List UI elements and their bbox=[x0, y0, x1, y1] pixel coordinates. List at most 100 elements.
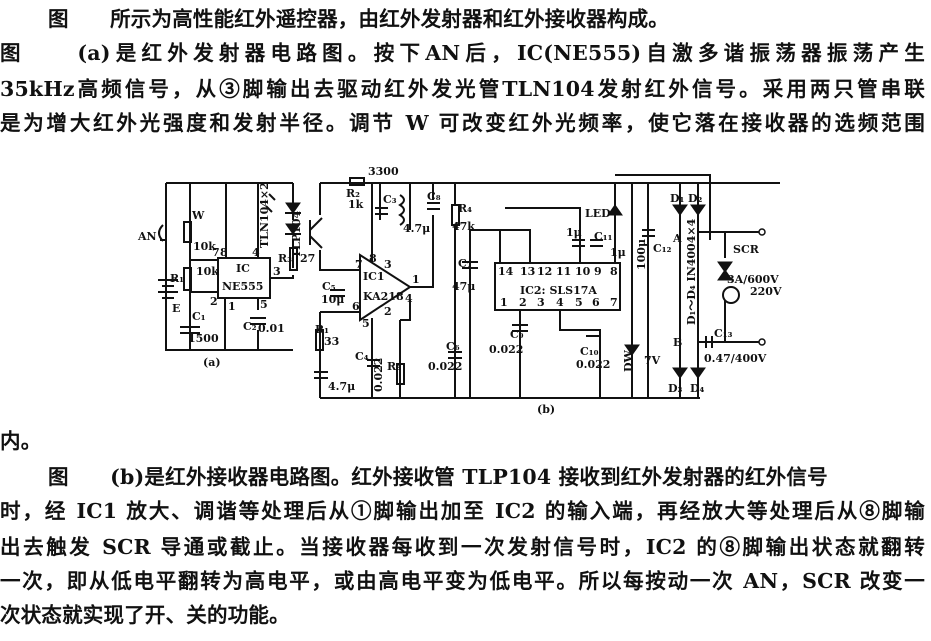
resistor-r1 bbox=[183, 267, 192, 291]
pin-3: 3 bbox=[273, 265, 281, 278]
label-r3: R₃ bbox=[278, 252, 292, 265]
paragraph3-line5: 次状态就实现了开、关的功能。 bbox=[0, 603, 290, 627]
switch-an bbox=[158, 224, 164, 242]
paragraph1-line1: 图 所示为高性能红外遥控器，由红外发射器和红外接收器构成。 bbox=[48, 7, 669, 31]
resistor-r3 bbox=[289, 247, 298, 271]
label-r2: R₂ bbox=[346, 187, 360, 200]
paragraph3-line1: 图 (b)是红外接收器电路图。红外接收管 TLP104 接收到红外发射器的红外信… bbox=[48, 465, 828, 489]
label-c-bottom-value: 4.7μ bbox=[328, 380, 355, 393]
transmitter-circuit: AN W 10k R₁ 10k E C₁ 1500 IC NE555 7 8 2… bbox=[137, 182, 315, 369]
paragraph2-line1: 图 (a)是红外发射器电路图。按下AN后，IC(NE555)自激多谐振荡器振荡产… bbox=[0, 41, 925, 65]
resistor-r2 bbox=[349, 177, 365, 186]
pin-4: 4 bbox=[252, 246, 260, 259]
paragraph2-line4: 内。 bbox=[0, 429, 42, 453]
label-c12-value: 100μ bbox=[635, 239, 648, 270]
label-220v: 220V bbox=[750, 285, 782, 298]
label-r3-value: 27 bbox=[300, 252, 315, 265]
terminal-b bbox=[758, 338, 766, 346]
label-w-value: 10k bbox=[193, 240, 216, 253]
ic1-pin: 6 bbox=[352, 300, 360, 313]
label-ka218: KA218 bbox=[363, 290, 404, 303]
label-c11-value: 1μ bbox=[610, 246, 626, 259]
label-d2: D₂ bbox=[688, 192, 703, 205]
label-c11: C₁₁ bbox=[594, 230, 613, 243]
label-r2-value: 1k bbox=[348, 198, 364, 211]
label-c13: C₁₃ bbox=[714, 327, 733, 340]
label-c7-value: 47μ bbox=[452, 280, 475, 293]
ic2-pin: 13 bbox=[520, 265, 535, 278]
label-node-b: B bbox=[673, 336, 682, 349]
ic2-pin: 4 bbox=[556, 296, 564, 309]
ic2-pin: 10 bbox=[575, 265, 591, 278]
paragraph2-line3: 是为增大红外光强度和发射半径。调节 W 可改变红外光频率，使它落在接收器的选频范… bbox=[0, 111, 925, 135]
label-c2: C₂ bbox=[243, 320, 257, 333]
resistor-r4 bbox=[451, 204, 460, 226]
label-r1b: R₁ bbox=[315, 323, 329, 336]
paragraph3-line4: 一次，即从低电平翻转为高电平，或由高电平变为低电平。所以每按动一次 AN，SCR… bbox=[0, 569, 925, 593]
label-c7: C₇ bbox=[458, 257, 472, 270]
label-node-a: A bbox=[672, 232, 682, 245]
label-dw-value: 7V bbox=[644, 354, 661, 367]
ic2-pin: 3 bbox=[537, 296, 545, 309]
paragraph2-line2: 35kHz高频信号，从③脚输出去驱动红外发光管TLN104发射红外信号。采用两只… bbox=[0, 77, 925, 101]
ic2-pin: 6 bbox=[592, 296, 600, 309]
ic2-pin: 8 bbox=[610, 265, 618, 278]
label-e: E bbox=[172, 302, 180, 315]
label-c6: C₆ bbox=[446, 340, 460, 353]
ic2-pin: 9 bbox=[594, 265, 602, 278]
label-w: W bbox=[191, 209, 205, 222]
label-c10-value: 0.022 bbox=[576, 358, 610, 371]
capacitor-c1 bbox=[180, 326, 200, 334]
resistor-r1b bbox=[315, 329, 324, 351]
paragraph3-line3: 出去触发 SCR 导通或截止。当接收器每收到一次发射信号时，IC2 的⑧脚输出状… bbox=[0, 535, 925, 559]
label-r3b: R₃ bbox=[387, 360, 401, 373]
label-d4: D₄ bbox=[690, 382, 705, 395]
ic2-bottom-pins: 1 2 3 4 5 6 7 bbox=[500, 296, 618, 309]
ic1-pin: 1 bbox=[412, 273, 420, 286]
ic1-pin: 3 bbox=[384, 258, 392, 271]
label-c4-value: 0.022 bbox=[372, 358, 385, 392]
label-c12: C₁₂ bbox=[653, 242, 672, 255]
ic1-pin: 2 bbox=[384, 305, 392, 318]
terminal-a bbox=[758, 228, 766, 236]
led-icon bbox=[285, 202, 301, 235]
ic1-pin: 4 bbox=[405, 292, 413, 305]
label-d1: D₁ bbox=[670, 192, 685, 205]
battery-e bbox=[158, 279, 178, 299]
label-c8: C₈ bbox=[427, 190, 441, 203]
label-r1b-value: 33 bbox=[324, 335, 339, 348]
ic2-pin: 5 bbox=[575, 296, 583, 309]
capacitor-c2 bbox=[250, 317, 266, 325]
resistor-r3b bbox=[396, 363, 405, 385]
label-tln104: TLN104×2 bbox=[258, 182, 271, 248]
ic2-pin: 7 bbox=[610, 296, 618, 309]
label-led: LED bbox=[585, 207, 611, 220]
ic2-pin: 1 bbox=[500, 296, 508, 309]
label-c6-value: 0.022 bbox=[428, 360, 462, 373]
pot-w bbox=[183, 221, 192, 243]
label-c4: C₄ bbox=[355, 350, 369, 363]
label-scr: SCR bbox=[733, 243, 760, 256]
label-scr-rating: 3A/600V bbox=[727, 273, 779, 286]
caption-b: (b) bbox=[537, 403, 555, 416]
paragraph3-line2: 时，经 IC1 放大、调谐等处理后从①脚输出加至 IC2 的输入端，再经放大等处… bbox=[0, 499, 925, 523]
ic2-sls17a bbox=[494, 262, 621, 311]
ic2-pin: 2 bbox=[519, 296, 527, 309]
pin-5: 5 bbox=[260, 298, 268, 311]
label-ne555: NE555 bbox=[222, 280, 263, 293]
pin-2: 2 bbox=[210, 295, 218, 308]
ic1-pin: 7 bbox=[355, 258, 363, 271]
ic-ne555 bbox=[217, 257, 271, 299]
label-c5-value: 10μ bbox=[321, 293, 344, 306]
ic2-pin: 14 bbox=[498, 265, 514, 278]
ic1-pin: 5 bbox=[362, 317, 370, 330]
ic1-pin: 8 bbox=[369, 252, 377, 265]
label-c8-value: 4.7μ bbox=[403, 222, 430, 235]
label-r4-value: 47k bbox=[452, 220, 475, 233]
label-c9-value: 0.022 bbox=[489, 343, 523, 356]
pin-1: 1 bbox=[228, 300, 236, 313]
label-ic1: IC1 bbox=[363, 270, 385, 283]
label-c2-value: 0.01 bbox=[258, 322, 285, 335]
caption-a: (a) bbox=[203, 356, 221, 369]
